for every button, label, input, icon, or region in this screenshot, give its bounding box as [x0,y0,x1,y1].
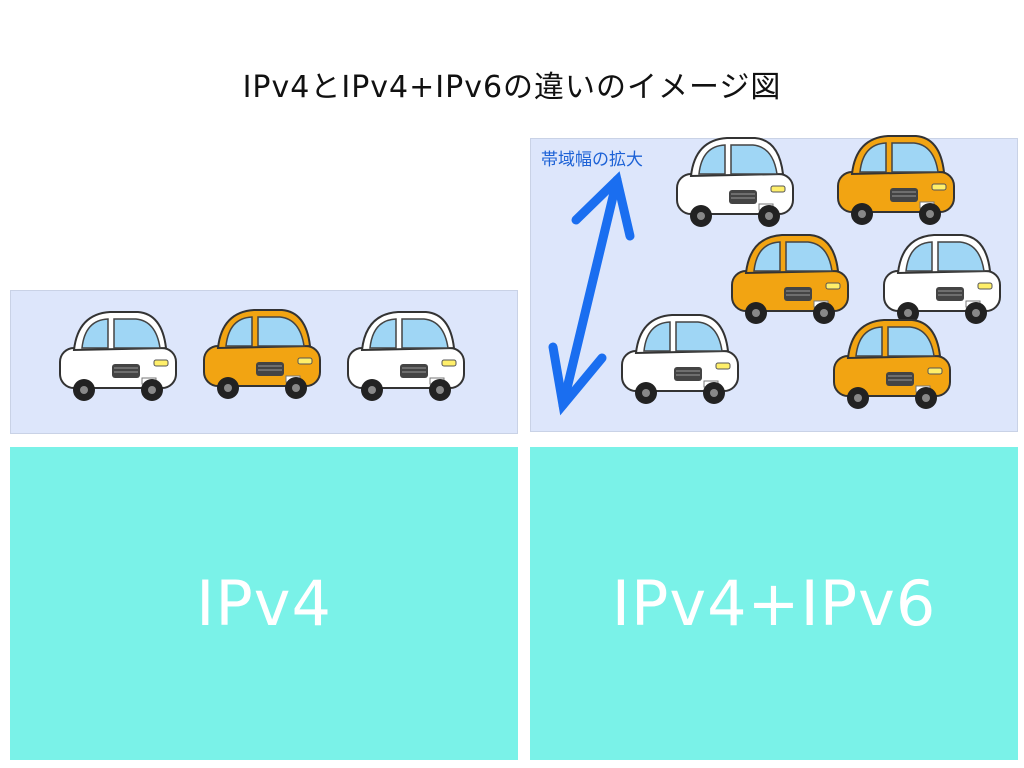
diagram-title: IPv4とIPv4+IPv6の違いのイメージ図 [242,70,782,105]
car-white-1 [59,311,177,402]
ipv4-ipv6-label: IPv4+IPv6 [611,567,937,640]
car-white-5 [621,314,739,405]
car-orange-2 [837,135,955,226]
car-white-3 [676,137,794,228]
car-orange-3 [731,234,849,325]
car-orange-1 [203,309,321,400]
ipv4-label: IPv4 [196,567,332,640]
ipv4-ipv6-label-box: IPv4+IPv6 [530,447,1018,760]
ipv4-label-box: IPv4 [10,447,518,760]
car-white-4 [883,234,1001,325]
bandwidth-double-arrow [548,171,635,416]
car-orange-4 [833,319,951,410]
bandwidth-label: 帯域幅の拡大 [541,150,643,170]
car-white-2 [347,311,465,402]
